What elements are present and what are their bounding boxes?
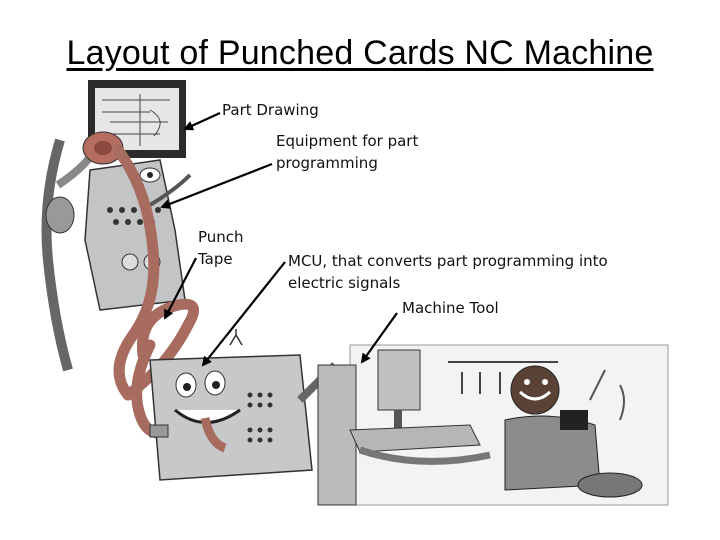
page-title: Layout of Punched Cards NC Machine xyxy=(66,34,654,72)
arrow-mcu xyxy=(201,261,286,367)
machine-tool-label: Machine Tool xyxy=(402,299,499,317)
mcu-label-line2: electric signals xyxy=(288,274,401,292)
programming-equipment-robot xyxy=(41,131,192,372)
arrow-part-drawing xyxy=(183,111,221,131)
arrow-equipment xyxy=(160,162,273,209)
arrow-punch-tape xyxy=(164,257,197,320)
arrow-machine-tool xyxy=(360,312,398,364)
mcu-label: MCU, that converts part programming into… xyxy=(288,250,608,294)
part-drawing-label: Part Drawing xyxy=(222,101,319,119)
punch-tape-label-line1: Punch xyxy=(198,228,244,246)
arrows xyxy=(160,111,398,367)
equipment-label-line2: programming xyxy=(276,154,378,172)
mcu-label-line1: MCU, that converts part programming into xyxy=(288,252,608,270)
machine-tool-scene xyxy=(317,344,669,506)
equipment-label-line1: Equipment for part xyxy=(276,132,419,150)
punch-tape-label: Punch Tape xyxy=(198,226,244,270)
punch-tape-label-line2: Tape xyxy=(198,250,233,268)
equipment-label: Equipment for part programming xyxy=(276,130,418,174)
